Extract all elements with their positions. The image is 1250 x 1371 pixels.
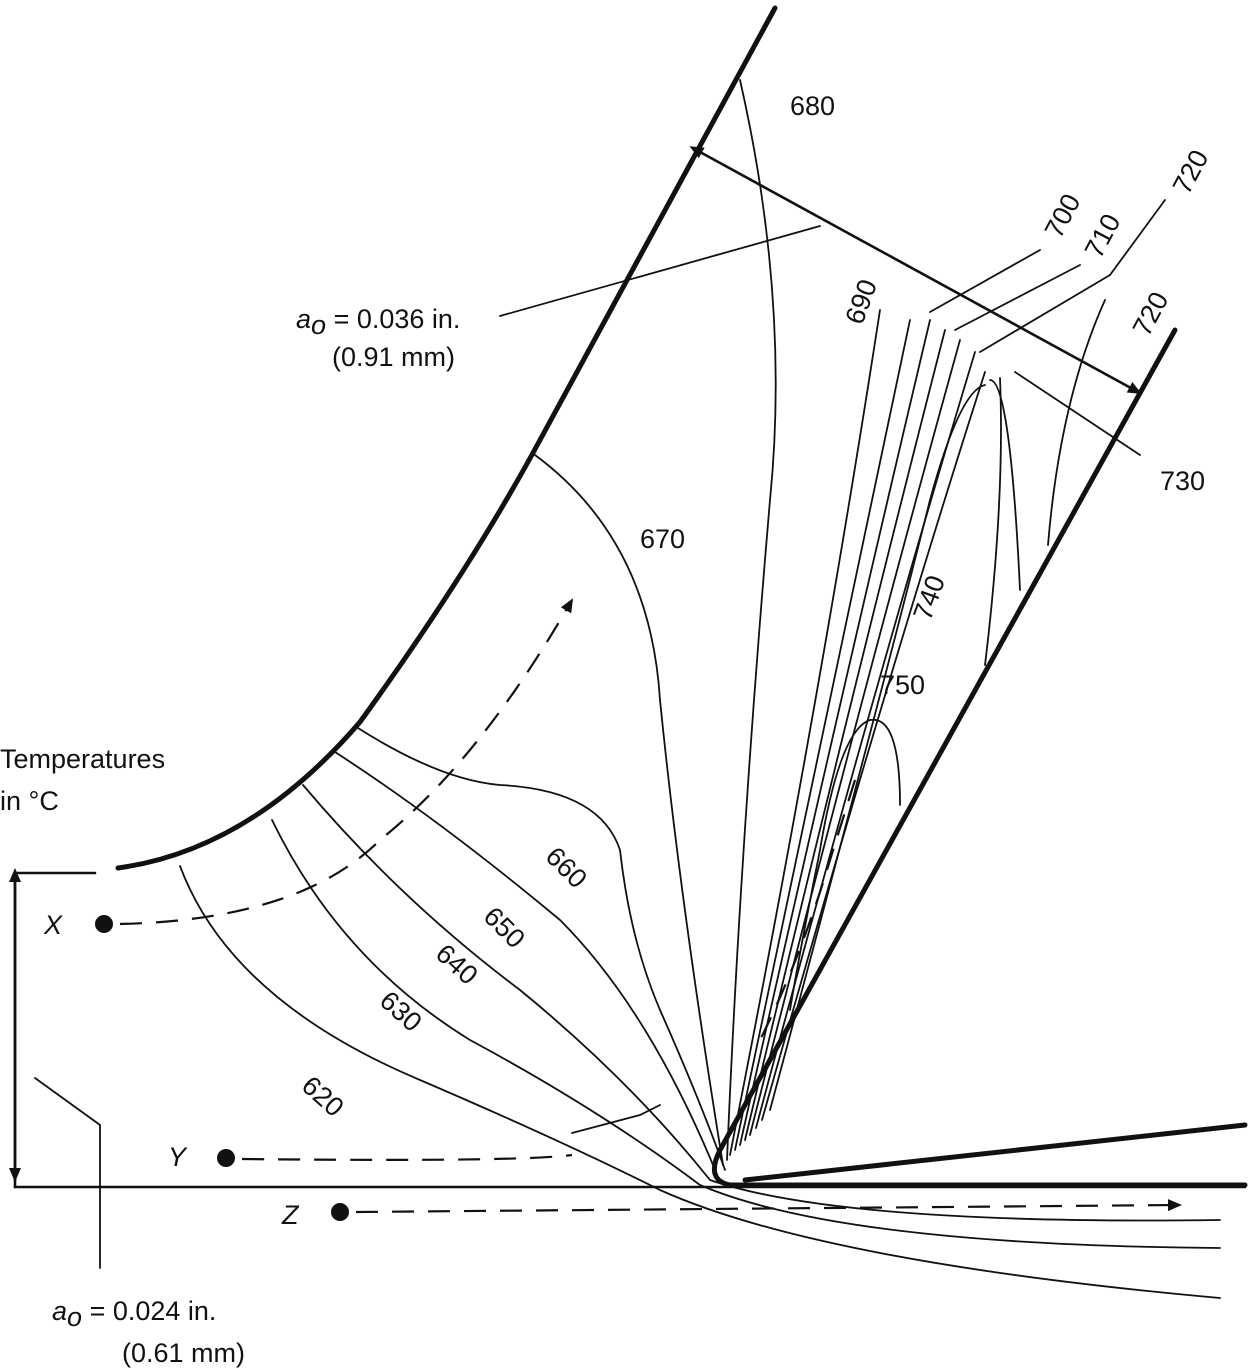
chip-free-surface — [115, 5, 778, 871]
chip-thickness-dimension — [499, 146, 1142, 395]
isotherm-label-660: 660 — [540, 841, 593, 894]
uncut-thickness-label: ao = 0.024 in. — [52, 1296, 216, 1332]
isotherm-label-700: 700 — [1039, 189, 1087, 243]
isotherm-label-680: 680 — [790, 91, 835, 121]
workpiece-outline — [13, 871, 1247, 1189]
isotherm-label-750: 750 — [880, 670, 925, 700]
isotherm-label-640: 640 — [430, 938, 484, 990]
chip-thickness-label: ao = 0.036 in. — [296, 304, 460, 340]
isotherm-label-650: 650 — [478, 901, 531, 954]
isotherm-label-710: 710 — [1079, 209, 1127, 263]
chip-thickness-metric: (0.91 mm) — [332, 342, 455, 372]
point-y-marker — [217, 1149, 235, 1167]
isotherm-label-630: 630 — [374, 985, 428, 1037]
isotherm-label-720-upper: 720 — [1167, 145, 1215, 199]
legend-unit: in °C — [0, 786, 59, 816]
point-y-label: Y — [168, 1142, 188, 1172]
cutting-tool — [711, 327, 1248, 1188]
isotherm-label-620: 620 — [296, 1070, 350, 1122]
isotherm-label-740: 740 — [907, 571, 951, 624]
flow-paths — [95, 598, 1182, 1221]
point-z-label: Z — [281, 1200, 300, 1230]
point-z-marker — [331, 1203, 349, 1221]
uncut-thickness-metric: (0.61 mm) — [122, 1338, 245, 1368]
point-x-label: X — [43, 910, 63, 940]
uncut-thickness-leader — [9, 868, 101, 1269]
isotherm-lines-shear-zone — [179, 79, 1221, 1299]
isotherm-label-730: 730 — [1160, 466, 1205, 496]
isotherm-label-670: 670 — [640, 524, 685, 554]
isotherm-label-690: 690 — [839, 275, 883, 328]
isotherm-label-720-lower: 720 — [1127, 287, 1175, 341]
point-x-marker — [95, 915, 113, 933]
legend-title: Temperatures — [0, 744, 165, 774]
isotherm-leader-lines — [929, 199, 1166, 456]
